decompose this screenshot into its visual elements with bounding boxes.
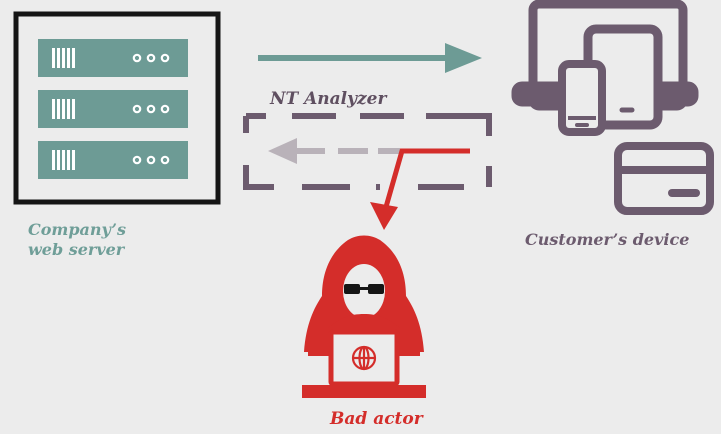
server-rack-icon — [38, 39, 188, 179]
server-unit-3 — [38, 141, 188, 179]
globe-icon — [351, 345, 377, 371]
server-label: Company’s web server — [28, 220, 168, 260]
server-label-line2: web server — [28, 240, 125, 259]
request-arrow — [258, 43, 482, 73]
server-label-line1: Company’s — [28, 220, 126, 239]
phone-icon — [558, 60, 606, 136]
server-unit-1 — [38, 39, 188, 77]
device-label: Customer’s device — [525, 230, 690, 249]
interception-arrow — [370, 148, 470, 230]
server-unit-2 — [38, 90, 188, 128]
server-frame — [13, 11, 221, 205]
credit-card-icon — [614, 142, 714, 215]
actor-label: Bad actor — [330, 409, 423, 429]
hooded-hacker-icon — [302, 235, 426, 398]
dashed-channel-frame — [243, 113, 492, 190]
return-arrow — [268, 138, 400, 164]
analyzer-label: NT Analyzer — [270, 89, 387, 109]
